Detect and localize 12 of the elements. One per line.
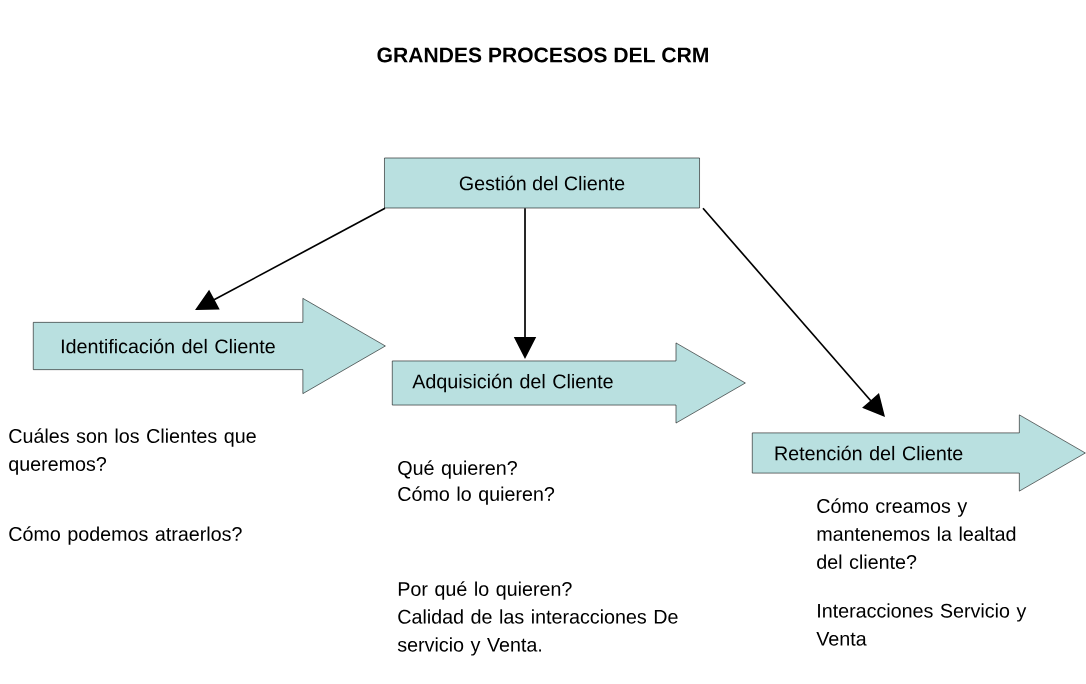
question-text: Por qué lo quieren? [398,581,572,600]
question-text: Cómo creamos y mantenemos la lealtad del cliente? [817,498,1016,569]
question-text: Cómo lo quieren? [398,486,555,505]
question-text: Cómo podemos atraerlos? [9,526,242,545]
arrow [702,207,885,417]
process-box: Gestión del Cliente [384,157,700,209]
question-text: Cuáles son los Clientes que queremos? [9,428,256,475]
question-text: Calidad de las interacciones De servicio y Venta. [397,609,678,656]
arrow [195,207,386,310]
title: GRANDES PROCESOS DEL CRM [377,47,708,63]
question-text: Interacciones Servicio y Venta [816,603,1027,646]
question-text: Qué quieren? [398,460,517,479]
